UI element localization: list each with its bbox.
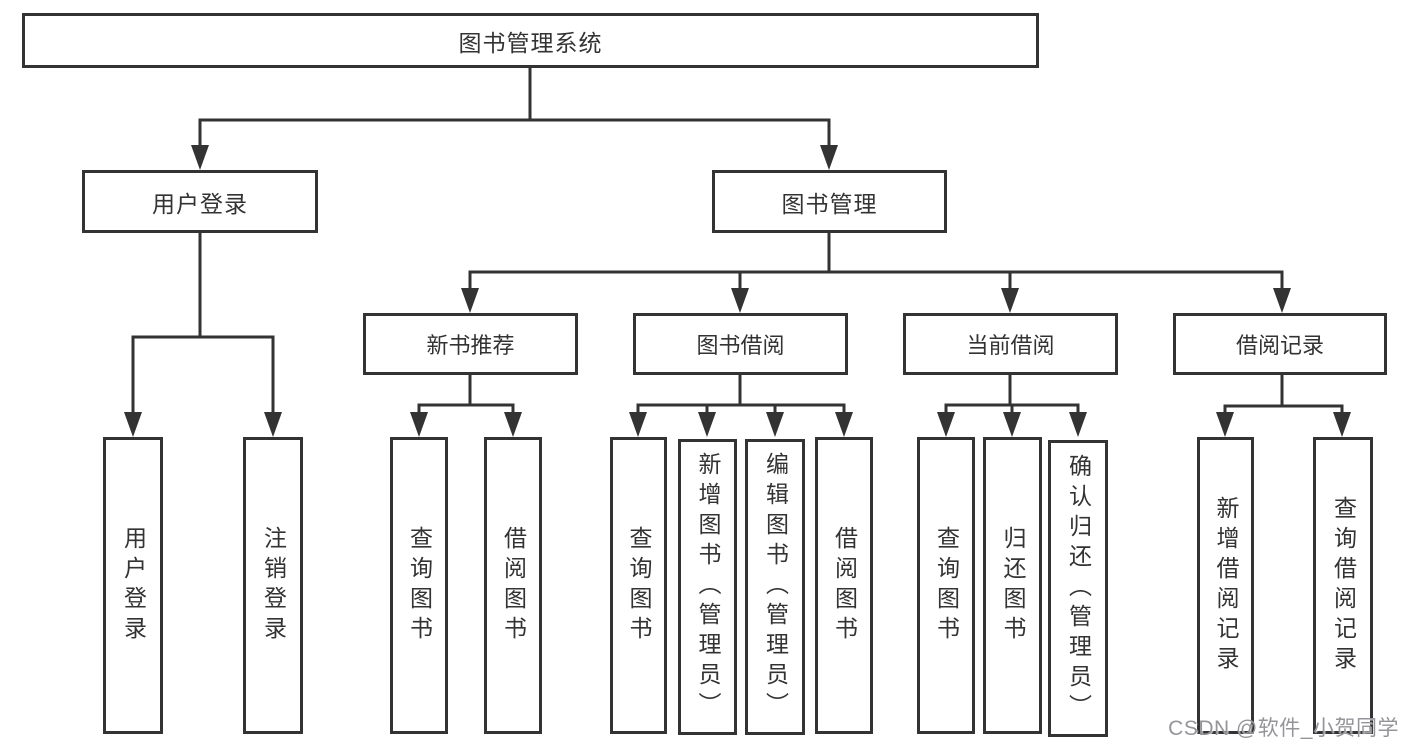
leaf-borrow-books-2: 借阅图书 [815,437,873,734]
node-library-management-system: 图书管理系统 [22,13,1039,68]
leaf-add-borrow-record: 新增借阅记录 [1197,437,1254,734]
leaf-query-borrow-record: 查询借阅记录 [1313,437,1373,734]
leaf-edit-books-admin: 编辑图书（管理员） [745,439,805,735]
node-label: 图书管理系统 [458,29,603,56]
node-label: 借阅记录 [1235,333,1324,358]
leaf-query-books-1: 查询图书 [390,437,448,734]
leaf-label: 注销登录 [260,525,287,646]
leaf-label: 确认归还（管理员） [1065,453,1092,724]
node-label: 图书管理 [781,190,878,217]
node-book-borrowing: 图书借阅 [633,313,848,375]
node-label: 用户登录 [152,190,248,217]
leaf-label: 新增图书（管理员） [695,452,721,722]
node-label: 新书推荐 [426,333,515,358]
leaf-return-books: 归还图书 [983,437,1042,734]
node-current-borrowing: 当前借阅 [903,313,1118,375]
leaf-add-books-admin: 新增图书（管理员） [678,439,737,735]
node-book-management: 图书管理 [712,170,947,233]
leaf-query-books-3: 查询图书 [917,437,975,734]
leaf-label: 用户登录 [120,525,147,646]
node-borrowing-records: 借阅记录 [1173,313,1387,375]
leaf-label: 查询图书 [626,525,652,646]
leaf-borrow-books-1: 借阅图书 [484,437,542,734]
node-new-book-recommendation: 新书推荐 [363,313,578,375]
leaf-label: 新增借阅记录 [1213,495,1239,676]
csdn-watermark: CSDN @软件_小贺同学 [1168,717,1399,740]
leaf-logout: 注销登录 [243,437,303,734]
leaf-user-login: 用户登录 [103,437,163,734]
leaf-label: 查询图书 [933,525,960,646]
leaf-label: 查询图书 [406,525,433,646]
leaf-label: 借阅图书 [500,525,527,646]
leaf-confirm-return-admin: 确认归还（管理员） [1048,440,1108,737]
node-label: 当前借阅 [966,333,1055,358]
leaf-label: 查询借阅记录 [1330,495,1357,676]
leaf-label: 借阅图书 [831,525,858,646]
leaf-label: 归还图书 [1000,525,1026,646]
leaf-label: 编辑图书（管理员） [762,452,789,722]
leaf-query-books-2: 查询图书 [610,437,667,734]
node-user-login: 用户登录 [82,170,318,233]
node-label: 图书借阅 [696,333,785,358]
